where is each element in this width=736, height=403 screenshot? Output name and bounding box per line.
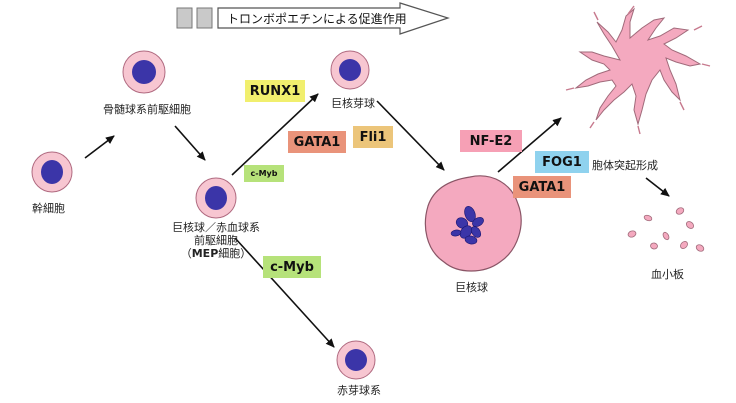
label-proplatelet: 胞体突起形成 xyxy=(592,159,658,172)
cell-megakaryoblast xyxy=(330,50,370,90)
label-mep-open: （ xyxy=(180,247,192,260)
banner-square-2 xyxy=(196,7,213,29)
label-megakaryoblast: 巨核芽球 xyxy=(331,97,375,110)
platelet xyxy=(685,221,695,229)
arrow-megakaryoblast-to-megakaryocyte xyxy=(376,100,445,171)
cell-erythroblast xyxy=(336,340,376,380)
nucleus xyxy=(205,186,227,210)
label-megakaryocyte: 巨核球 xyxy=(455,281,488,294)
cell-megakaryocyte xyxy=(424,175,522,272)
label-erythroblast: 赤芽球系 xyxy=(337,384,381,397)
arrow-myeloid-to-mep xyxy=(174,125,206,161)
label-mep-abbr: MEP xyxy=(191,247,219,260)
arrow-stem-to-myeloid xyxy=(84,135,115,159)
nucleus xyxy=(132,60,156,84)
label-platelets: 血小板 xyxy=(651,268,684,281)
factor-fog1: FOG1 xyxy=(535,151,589,173)
label-mep-close: 細胞） xyxy=(218,247,252,260)
cell-proplatelet xyxy=(565,5,711,135)
label-mep: 巨核球／赤血球系 前駆細胞 （MEP細胞） xyxy=(160,221,272,260)
platelet xyxy=(675,207,685,215)
platelet xyxy=(680,241,688,249)
arrow-mep-to-megakaryoblast xyxy=(231,93,319,176)
factor-cmyb-large: c-Myb xyxy=(263,256,321,278)
lobulated-nucleus xyxy=(450,205,484,245)
nucleus xyxy=(41,160,63,184)
cell-stem xyxy=(31,151,73,193)
arrows xyxy=(84,93,670,348)
label-stem-cell: 幹細胞 xyxy=(32,202,65,215)
platelets-group xyxy=(627,207,705,252)
arrow-megakaryocyte-to-proplatelet xyxy=(497,117,562,173)
nucleus xyxy=(339,59,361,81)
factor-runx1: RUNX1 xyxy=(245,80,305,102)
banner: トロンボポエチンによる促進作用 xyxy=(176,2,450,35)
banner-text: トロンボポエチンによる促進作用 xyxy=(227,12,407,26)
label-mep-line2: 前駆細胞 xyxy=(194,234,238,247)
banner-arrow xyxy=(217,2,450,35)
platelet xyxy=(662,231,670,241)
banner-square-1 xyxy=(176,7,193,29)
platelet xyxy=(695,244,705,252)
factor-gata1-upper: GATA1 xyxy=(288,131,346,153)
label-myeloid-progenitor: 骨髄球系前駆細胞 xyxy=(103,103,191,116)
cell-mep xyxy=(195,177,237,219)
arrow-mep-to-erythroblast xyxy=(234,237,335,348)
platelet xyxy=(627,230,637,238)
label-mep-line1: 巨核球／赤血球系 xyxy=(172,221,260,234)
factor-fli1: Fli1 xyxy=(353,126,393,148)
cell-myeloid-progenitor xyxy=(122,50,166,94)
factor-nfe2: NF-E2 xyxy=(460,130,522,152)
platelet xyxy=(643,214,653,222)
platelet xyxy=(650,242,658,250)
arrow-proplatelet-to-platelets xyxy=(645,177,670,197)
nucleus xyxy=(345,349,367,371)
factor-gata1-lower: GATA1 xyxy=(513,176,571,198)
label-mep-line3: （MEP細胞） xyxy=(160,247,272,260)
factor-cmyb-small: c-Myb xyxy=(244,165,284,182)
